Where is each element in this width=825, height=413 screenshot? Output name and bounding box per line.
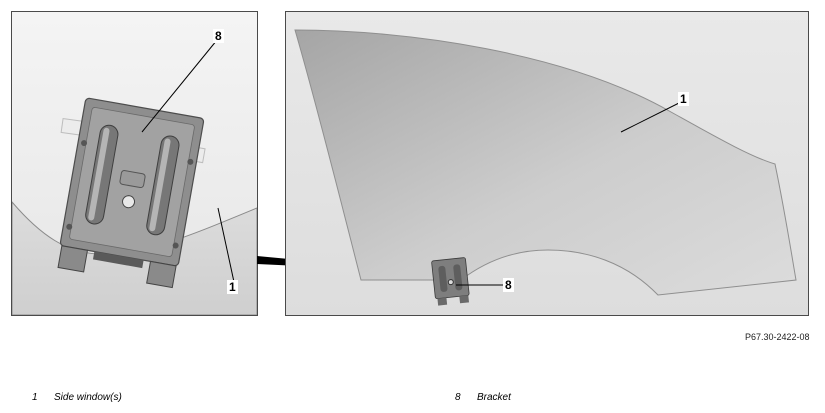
bracket-leader-line xyxy=(141,39,218,133)
overview-illustration xyxy=(286,12,808,315)
legend-number: 8 xyxy=(455,392,461,403)
legend-item-side-window: 1 Side window(s) xyxy=(32,392,122,403)
bracket-overview xyxy=(431,257,470,306)
side-window-glass xyxy=(294,29,797,296)
legend-label: Side window(s) xyxy=(54,392,122,403)
callout-side-window: 1 xyxy=(678,92,689,106)
callout-bracket: 8 xyxy=(503,278,514,292)
detail-view-panel: 8 1 xyxy=(11,11,258,316)
detail-view-illustration xyxy=(12,12,257,315)
overview-panel: 1 8 xyxy=(285,11,809,316)
legend-number: 1 xyxy=(32,392,38,403)
figure-reference-code: P67.30-2422-08 xyxy=(745,332,810,342)
legend-item-bracket: 8 Bracket xyxy=(455,392,511,403)
window-leader-line xyxy=(217,207,235,283)
legend-label: Bracket xyxy=(477,392,511,403)
bracket-detail xyxy=(57,97,205,289)
callout-bracket: 8 xyxy=(213,29,224,43)
window-leader-line xyxy=(620,101,682,133)
callout-side-window: 1 xyxy=(227,280,238,294)
